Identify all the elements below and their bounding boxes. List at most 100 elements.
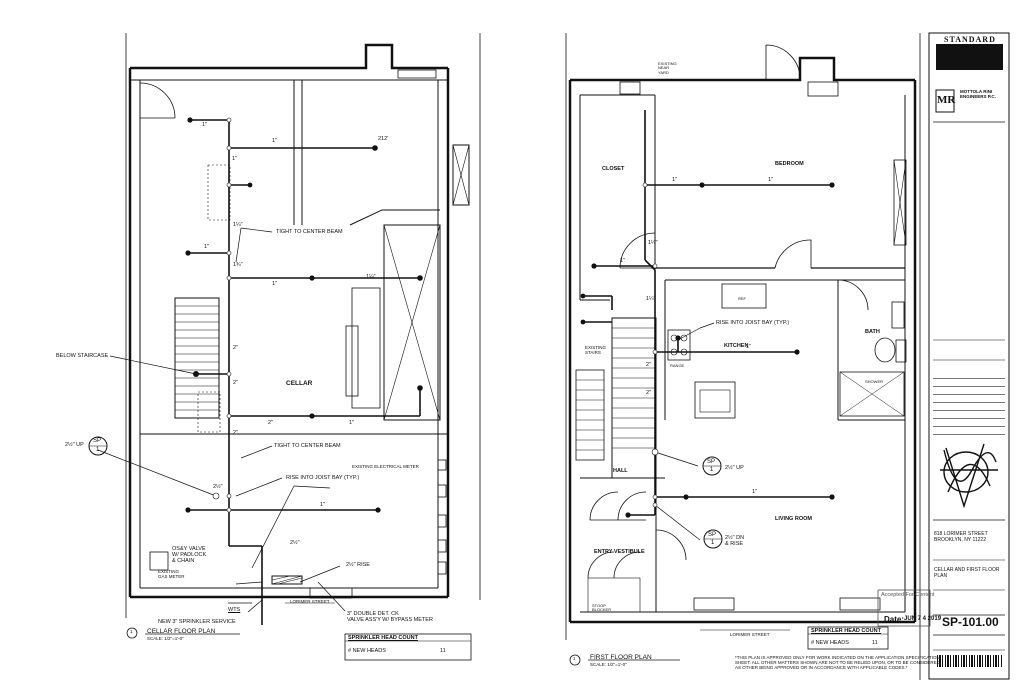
pipe-size: 1" (768, 177, 774, 183)
cellar-plan (88, 43, 472, 661)
label-shower: SHOWER (865, 379, 883, 384)
sprinkler-head (375, 507, 381, 513)
label-dn-rise: 2½" DN & RISE (725, 535, 745, 548)
label-rise-joist: RISE INTO JOIST BAY (TYP.) (286, 475, 360, 481)
sprinkler-head (193, 371, 199, 377)
sp-callout-top-ff: SP (707, 459, 716, 465)
pipe-size: 1¼" (648, 240, 658, 246)
pipe-size: 1" (746, 344, 752, 350)
sprinkler-head (625, 512, 631, 518)
label-up-ff: 2½" UP (725, 465, 744, 471)
first-floor-plan (568, 44, 917, 666)
pipe-size: 1¼" (646, 296, 656, 302)
pipe-size: 2" (646, 362, 652, 368)
sp-callout-top: SP (93, 438, 102, 444)
plan-scale-cellar: SCALE: 1/2"=1'-0" (147, 636, 184, 641)
label-street-cellar: LORIMER STREET (290, 599, 330, 604)
label-existing-stairs: EXISTING STAIRS (585, 345, 607, 355)
plan-scale-ff: SCALE: 1/2"=1'-0" (590, 662, 627, 667)
sprinkler-head (591, 263, 597, 269)
sprinkler-head (309, 275, 315, 281)
sprinkler-head (309, 413, 315, 419)
label-range: RANGE (670, 363, 685, 368)
head-count-title: SPRINKLER HEAD COUNT (348, 635, 418, 641)
label-up: 2½" UP (65, 442, 84, 448)
sprinkler-head (187, 117, 193, 123)
cellar-sprinkler-heads (185, 117, 423, 513)
pipe-size: 2" (233, 345, 239, 351)
pipe-size: 1" (272, 281, 278, 287)
head-count-label-ff: # NEW HEADS (811, 640, 849, 646)
head-count-value-ff: 11 (872, 640, 878, 646)
label-existing-near: EXISTING NEAR YARD (658, 61, 677, 75)
sheet-number: SP-101.00 (942, 615, 999, 629)
sp-callout-bottom-ff: 1 (710, 467, 714, 473)
room-label-kitchen: KITCHEN (724, 343, 749, 349)
room-label-bath: BATH (865, 329, 880, 335)
firm-name: MOTTOLA RINI ENGINEERS P.C. (960, 89, 996, 99)
sprinkler-head (683, 494, 689, 500)
sprinkler-head (247, 182, 253, 188)
label-double-check: 3" DOUBLE DET. CK VALVE ASS'Y W/ BYPASS … (347, 611, 433, 624)
label-gas-meter: EXISTING GAS METER (158, 569, 185, 579)
sheet-title: CELLAR AND FIRST FLOOR PLAN (934, 567, 1000, 579)
pipe-size: 1" (232, 156, 238, 162)
pipe-size: 2" (233, 380, 239, 386)
head-count-title-ff: SPRINKLER HEAD COUNT (811, 628, 881, 634)
firm-initials: MR (937, 94, 956, 106)
pipe-size: 1" (349, 420, 355, 426)
sprinkler-head (185, 250, 191, 256)
sprinkler-head (580, 293, 586, 299)
sprinkler-head (829, 182, 835, 188)
sprinkler-head (372, 145, 378, 151)
sprinkler-head (794, 349, 800, 355)
sp-callout-bottom-ff2: 1 (711, 540, 715, 546)
pipe-size: 1" (204, 244, 210, 250)
label-tight-beam-2: TIGHT TO CENTER BEAM (274, 443, 341, 449)
label-wts: WTS (228, 607, 241, 613)
sprinkler-head (829, 494, 835, 500)
room-label-entry: ENTRY VESTIBULE (594, 549, 645, 555)
callout-num-cellar: 1 (130, 629, 133, 634)
approval-note: *THIS PLAN IS APPROVED ONLY FOR WORK IND… (735, 655, 940, 670)
title-block-graphics (877, 44, 1005, 651)
head-count-label: # NEW HEADS (348, 648, 386, 654)
pipe-size: 1" (672, 177, 678, 183)
sprinkler-head (699, 182, 705, 188)
label-tight-beam-1: TIGHT TO CENTER BEAM (276, 229, 343, 235)
pipe-size: 2½" (213, 484, 223, 490)
plan-title-cellar: CELLAR FLOOR PLAN (147, 628, 216, 635)
head-count-value: 11 (440, 648, 446, 654)
first-floor-sprinkler-heads (580, 182, 835, 518)
pipe-size: 2½" (290, 540, 300, 546)
pipe-size: 1" (202, 122, 208, 128)
room-label-living: LIVING ROOM (775, 516, 812, 522)
pipe-size: 2" (233, 430, 239, 436)
label-new-service: NEW 3" SPRINKLER SERVICE (158, 619, 236, 625)
pipe-size: 1" (752, 489, 758, 495)
barcode (937, 655, 1003, 667)
plan-title-ff: FIRST FLOOR PLAN (590, 654, 652, 661)
pipe-size: 2" (646, 390, 652, 396)
label-head-212: 212' (378, 136, 389, 142)
pipe-size: 1" (272, 138, 278, 144)
sprinkler-head (675, 335, 681, 341)
approval-stamp: Accepted For Content (881, 592, 935, 598)
pipe-size: 1¼" (233, 222, 243, 228)
sprinkler-head (417, 385, 423, 391)
callout-num-ff: 1 (573, 656, 576, 661)
label-osy-valve: OS&Y VALVE W/ PADLOCK & CHAIN (172, 546, 207, 565)
sprinkler-head (580, 319, 586, 325)
title-block-header: STANDARD (944, 35, 996, 44)
label-ref: REF (738, 296, 746, 301)
project-address: 818 LORIMER STREET BROOKLYN, NY 11222 (934, 531, 988, 543)
sprinkler-head (417, 275, 423, 281)
pipe-size: 1¼" (366, 274, 376, 280)
pipe-size: 1" (320, 502, 326, 508)
label-street-ff: LORIMER STREET (730, 632, 770, 637)
pipe-size: 2" (268, 420, 274, 426)
pipe-size: 1¾" (233, 262, 243, 268)
label-rise-joist-ff: RISE INTO JOIST BAY (TYP.) (716, 320, 790, 326)
room-label-bedroom: BEDROOM (775, 161, 804, 167)
